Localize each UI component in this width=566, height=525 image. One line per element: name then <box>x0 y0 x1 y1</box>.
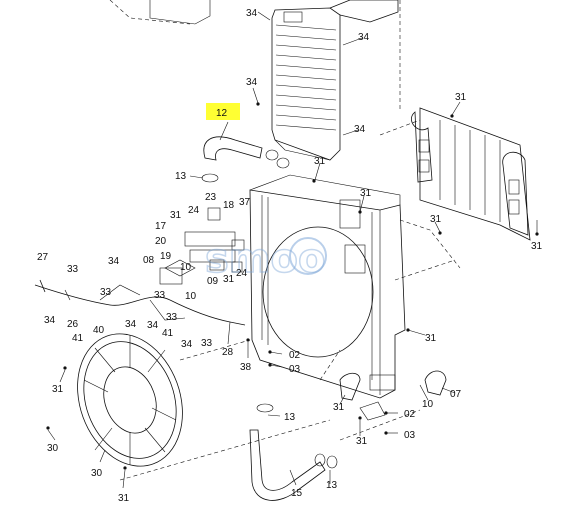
callout-41: 41 <box>162 328 174 339</box>
callout-19: 19 <box>160 251 172 262</box>
callout-09: 09 <box>207 276 219 287</box>
callout-33: 33 <box>201 338 213 349</box>
callout-30: 30 <box>47 443 59 454</box>
callout-37: 37 <box>239 197 251 208</box>
callout-24: 24 <box>188 205 200 216</box>
callout-23: 23 <box>205 192 217 203</box>
callout-08: 08 <box>143 255 155 266</box>
callout-13: 13 <box>284 412 296 423</box>
drain-parts <box>339 370 447 421</box>
callout-31: 31 <box>223 274 235 285</box>
callout-34: 34 <box>354 124 366 135</box>
callout-03: 03 <box>404 430 416 441</box>
fan-guard <box>77 333 183 467</box>
callout-34: 34 <box>108 256 120 267</box>
callout-33: 33 <box>67 264 79 275</box>
callout-31: 31 <box>425 333 437 344</box>
callout-28: 28 <box>222 347 234 358</box>
callout-13: 13 <box>326 480 338 491</box>
callout-31: 31 <box>455 92 467 103</box>
shroud-frame <box>249 174 406 399</box>
callout-10: 10 <box>422 399 434 410</box>
callout-34: 34 <box>358 32 370 43</box>
callout-40: 40 <box>93 325 105 336</box>
fan-guard-spokes <box>83 335 177 465</box>
callout-34: 34 <box>246 8 258 19</box>
callout-20: 20 <box>155 236 167 247</box>
callout-31: 31 <box>333 402 345 413</box>
hood-outline <box>109 0 211 25</box>
callout-33: 33 <box>154 290 166 301</box>
callout-31: 31 <box>356 436 368 447</box>
hose-harness <box>34 279 246 326</box>
cooler-fins <box>439 120 501 222</box>
callout-31: 31 <box>118 493 130 504</box>
callout-34: 34 <box>147 320 159 331</box>
callout-33: 33 <box>100 287 112 298</box>
callout-34: 34 <box>181 339 193 350</box>
callout-labels: 12 34 34 34 34 31 31 31 31 31 31 31 31 3… <box>37 8 543 504</box>
callout-13: 13 <box>175 171 187 182</box>
watermark-text: smoo <box>205 236 325 282</box>
radiator-core <box>271 0 399 161</box>
callout-30: 30 <box>91 468 103 479</box>
callout-10: 10 <box>180 262 192 273</box>
callout-15: 15 <box>291 488 303 499</box>
callout-34: 34 <box>246 77 258 88</box>
fastener-dots <box>46 102 539 470</box>
callout-27: 27 <box>37 252 49 263</box>
callout-18: 18 <box>223 200 235 211</box>
callout-12: 12 <box>216 108 228 119</box>
lower-hose <box>249 403 338 501</box>
callout-33: 33 <box>166 312 178 323</box>
watermark: smoo <box>204 235 327 283</box>
bracket-cluster <box>159 207 245 285</box>
callout-34: 34 <box>125 319 137 330</box>
callout-17: 17 <box>155 221 167 232</box>
callout-02: 02 <box>404 409 416 420</box>
callout-31: 31 <box>360 188 372 199</box>
highlight-12 <box>206 103 240 120</box>
leader-lines <box>47 11 538 489</box>
callout-31: 31 <box>430 214 442 225</box>
callout-03: 03 <box>289 364 301 375</box>
callout-34: 34 <box>44 315 56 326</box>
callout-38: 38 <box>240 362 252 373</box>
callout-24: 24 <box>236 268 248 279</box>
callout-31: 31 <box>170 210 182 221</box>
callout-10: 10 <box>185 291 197 302</box>
callout-02: 02 <box>289 350 301 361</box>
callout-07: 07 <box>450 389 462 400</box>
callout-41: 41 <box>72 333 84 344</box>
upper-hose <box>201 136 290 183</box>
radiator-fins <box>275 24 337 131</box>
assembly-lines <box>119 0 461 481</box>
callout-26: 26 <box>67 319 79 330</box>
callout-31: 31 <box>531 241 543 252</box>
callout-31: 31 <box>314 156 326 167</box>
charge-air-cooler <box>411 107 531 241</box>
callout-31: 31 <box>52 384 64 395</box>
